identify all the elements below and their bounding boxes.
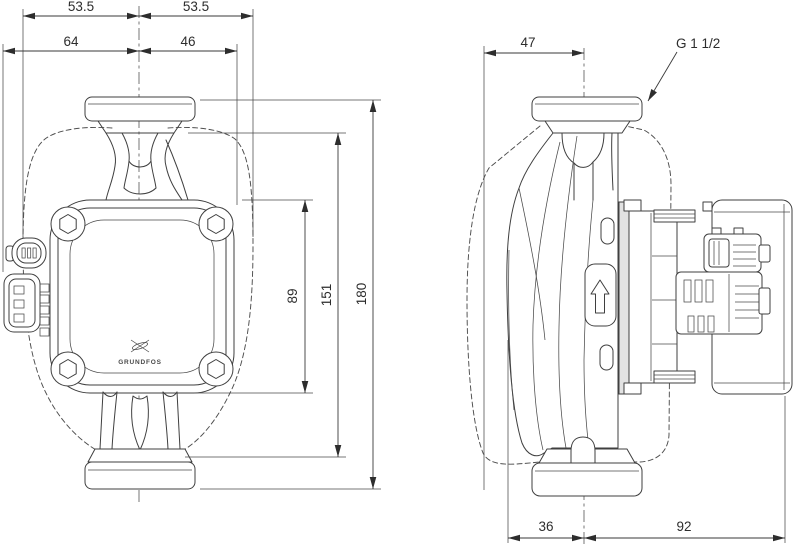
front-bottom-port-flange (84, 448, 196, 490)
dim-53-5-right: 53.5 (183, 0, 209, 14)
dim-64: 64 (63, 34, 79, 49)
dim-47: 47 (520, 35, 535, 50)
dim-36: 36 (538, 519, 553, 534)
side-insulation-shell-outline (466, 123, 672, 465)
grundfos-logo-text: GRUNDFOS (118, 359, 162, 366)
grundfos-logo-icon (130, 339, 150, 353)
side-top-port-flange (531, 96, 643, 134)
side-dimensions: 47 36 92 G 1 1/2 (484, 35, 785, 542)
front-lower-housing (99, 391, 181, 451)
side-electrical-connectors (675, 227, 771, 335)
dim-92: 92 (676, 519, 691, 534)
front-extension-lines (2, 9, 381, 490)
dim-180: 180 (354, 283, 369, 306)
side-housing-slot-top (600, 217, 615, 245)
flow-direction-arrow-icon (584, 263, 617, 327)
side-pump-housing (506, 132, 619, 457)
front-dimensions: 53.5 53.5 64 46 89 151 180 (3, 0, 377, 489)
front-electrical-connectors (3, 237, 50, 337)
side-housing-slot-bottom (599, 344, 614, 371)
thread-leader-line (647, 51, 678, 102)
dim-46: 46 (180, 34, 195, 49)
front-pump-neck (105, 132, 189, 201)
dim-89: 89 (285, 288, 300, 303)
front-control-box (49, 199, 235, 394)
front-corner-bolts (50, 206, 234, 387)
dim-151: 151 (319, 284, 334, 307)
side-pump-neck (561, 132, 614, 201)
front-view: GRUNDFOS (2, 0, 381, 502)
grundfos-logo: GRUNDFOS (118, 339, 162, 366)
side-extension-lines (483, 46, 786, 543)
side-motor-section (618, 199, 696, 395)
thread-label: G 1 1/2 (676, 36, 720, 51)
side-bottom-port-flange (531, 436, 643, 497)
side-view: 47 36 92 G 1 1/2 (466, 35, 793, 545)
front-top-port-flange (84, 96, 196, 134)
dim-53-5-left: 53.5 (68, 0, 94, 14)
